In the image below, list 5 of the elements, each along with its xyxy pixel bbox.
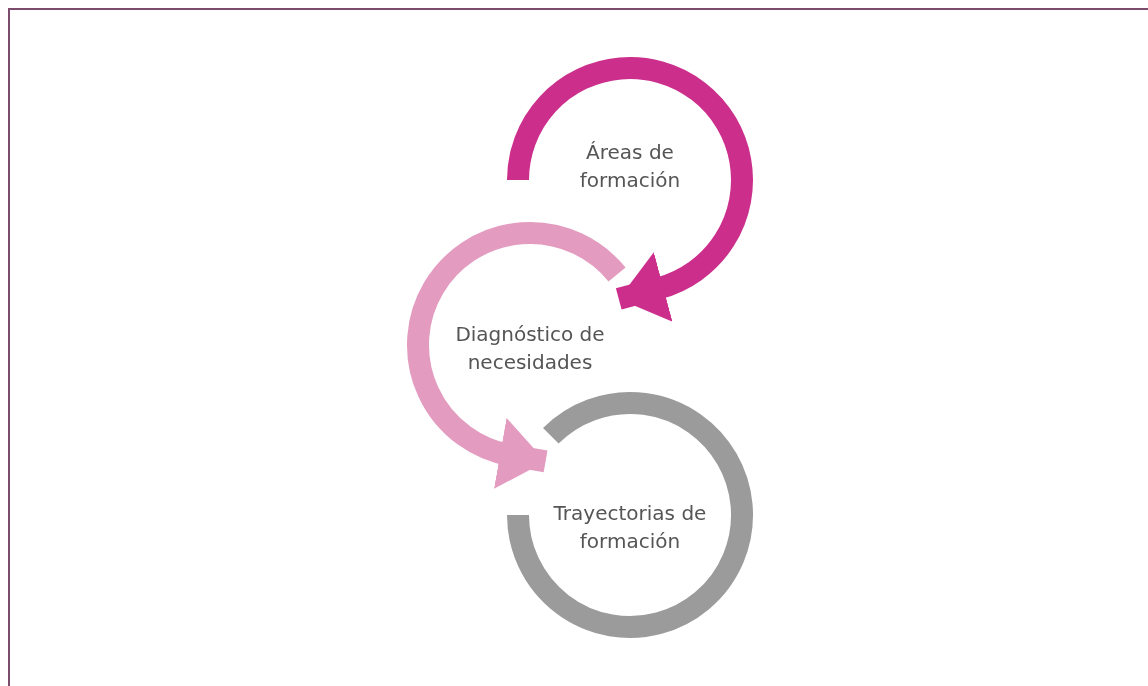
node-label: Áreas de formación	[578, 139, 682, 194]
node-label: Trayectorias de formación	[552, 500, 708, 555]
arrow	[615, 252, 673, 322]
node-label: Diagnóstico de necesidades	[454, 321, 606, 376]
arrow	[494, 417, 548, 489]
